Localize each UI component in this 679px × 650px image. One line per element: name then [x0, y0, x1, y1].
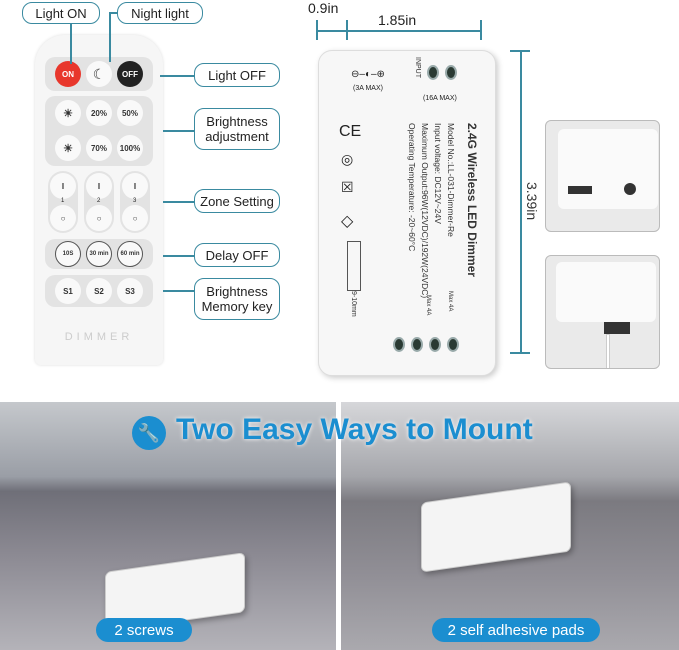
callout-night-light: Night light — [117, 2, 203, 24]
callout-light-on: Light ON — [22, 2, 100, 24]
dimension-line — [316, 30, 346, 32]
device-title: 2.4G Wireless LED Dimmer — [465, 123, 479, 277]
input-label: INPUT — [414, 57, 421, 78]
output-terminal — [447, 337, 459, 352]
dimension-line — [346, 20, 348, 40]
remote-control: ON ☾ OFF ☀ 20% 50% ☀ 70% 100% I I I 1 2 … — [35, 35, 163, 365]
brightness-up-button[interactable]: ☀ — [55, 100, 81, 126]
s2-button[interactable]: S2 — [86, 278, 112, 304]
device-wired-photo — [545, 255, 660, 369]
terminal-block — [568, 186, 592, 194]
on-button[interactable]: ON — [55, 61, 81, 87]
leader-line — [70, 24, 72, 64]
ce-mark: CE — [339, 123, 362, 140]
dimension-line — [520, 50, 522, 352]
brightness-down-button[interactable]: ☀ — [55, 135, 81, 161]
weee-bin-icon: ☒ — [341, 179, 354, 195]
zone-3-off-button[interactable]: ○ — [122, 205, 148, 231]
leader-line — [109, 12, 111, 62]
zone-1-off-button[interactable]: ○ — [50, 205, 76, 231]
wire-strip-icon — [347, 241, 361, 291]
callout-delay-off: Delay OFF — [194, 243, 280, 267]
output-terminal — [411, 337, 423, 352]
mount-title: Two Easy Ways to Mount — [176, 413, 533, 446]
dc-jack-symbol: ⊖–◐–⊕ — [351, 69, 385, 80]
sun-down-icon: ☀ — [63, 142, 73, 155]
s1-button[interactable]: S1 — [55, 278, 81, 304]
zone-2-off-button[interactable]: ○ — [86, 205, 112, 231]
callout-zone-setting: Zone Setting — [194, 189, 280, 213]
adhesive-mount-photo — [341, 402, 679, 650]
brightness-50-button[interactable]: 50% — [117, 100, 143, 126]
terminal-block — [604, 322, 630, 334]
leader-line — [109, 12, 118, 14]
input-terminal — [427, 65, 439, 80]
zone-1-on-button[interactable]: I — [50, 173, 76, 199]
device-temperature: Operating Temperature: -20~60°C — [407, 123, 417, 252]
zone-2-label: 2 — [97, 198, 101, 204]
zone-3-on-button[interactable]: I — [122, 173, 148, 199]
leader-line — [163, 290, 194, 292]
night-light-button[interactable]: ☾ — [86, 61, 112, 87]
moon-icon: ☾ — [92, 65, 106, 82]
strip-length: 9-10mm — [350, 291, 357, 317]
device-max-output: Maximum Output:96W(12VDC)/192W(24VDC) — [420, 123, 430, 299]
rohs-icon: ◎ — [341, 151, 354, 167]
output-terminal — [393, 337, 405, 352]
zone-3-label: 3 — [133, 198, 137, 204]
device-input-voltage: Input voltage: DC12V~24V — [433, 123, 443, 224]
sun-up-icon: ☀ — [63, 107, 73, 120]
remote-brand: DIMMER — [64, 331, 134, 343]
jack-max: (3A MAX) — [353, 85, 383, 92]
callout-light-off: Light OFF — [194, 63, 280, 87]
brightness-100-button[interactable]: 100% — [117, 135, 143, 161]
depth-dimension: 0.9in — [308, 0, 339, 16]
delay-60min-button[interactable]: 60 min — [117, 241, 143, 267]
leader-line — [160, 75, 194, 77]
brightness-20-button[interactable]: 20% — [86, 100, 112, 126]
height-dimension: 3.39in — [524, 182, 540, 221]
dimension-line — [480, 20, 482, 40]
callout-memory-key: Brightness Memory key — [194, 278, 280, 320]
device-side-photo — [545, 120, 660, 232]
adhesive-pads-label: 2 self adhesive pads — [432, 618, 600, 642]
leader-line — [163, 130, 194, 132]
delay-10s-button[interactable]: 10S — [55, 241, 81, 267]
wire — [606, 334, 610, 368]
dimmer-device: INPUT (16A MAX) ⊖–◐–⊕ (3A MAX) 2.4G Wire… — [318, 50, 496, 376]
width-dimension: 1.85in — [378, 12, 417, 28]
brightness-70-button[interactable]: 70% — [86, 135, 112, 161]
screw-mount-photo — [0, 402, 336, 650]
output-terminal — [429, 337, 441, 352]
callout-brightness-adjustment: Brightness adjustment — [194, 108, 280, 150]
off-button[interactable]: OFF — [117, 61, 143, 87]
class-diamond-icon: ◇ — [341, 213, 354, 230]
device-top-view — [556, 262, 656, 322]
dimension-line — [510, 50, 530, 52]
device-model: Model No.:LL-031-Dimmer-Re — [446, 123, 456, 237]
input-terminal — [445, 65, 457, 80]
mounted-device — [421, 481, 571, 573]
dimension-line — [510, 352, 530, 354]
dimension-line — [348, 30, 480, 32]
device-side-view — [558, 129, 658, 209]
zone-2-on-button[interactable]: I — [86, 173, 112, 199]
output-max-2: Max 4A — [425, 295, 431, 316]
leader-line — [163, 255, 194, 257]
output-max-1: Max 4A — [447, 291, 453, 312]
zone-1-label: 1 — [61, 198, 65, 204]
dc-jack — [624, 183, 636, 195]
input-max: (16A MAX) — [423, 95, 457, 102]
leader-line — [163, 201, 194, 203]
s3-button[interactable]: S3 — [117, 278, 143, 304]
screws-label: 2 screws — [96, 618, 192, 642]
wrench-icon: 🔧 — [132, 416, 166, 450]
delay-30min-button[interactable]: 30 min — [86, 241, 112, 267]
